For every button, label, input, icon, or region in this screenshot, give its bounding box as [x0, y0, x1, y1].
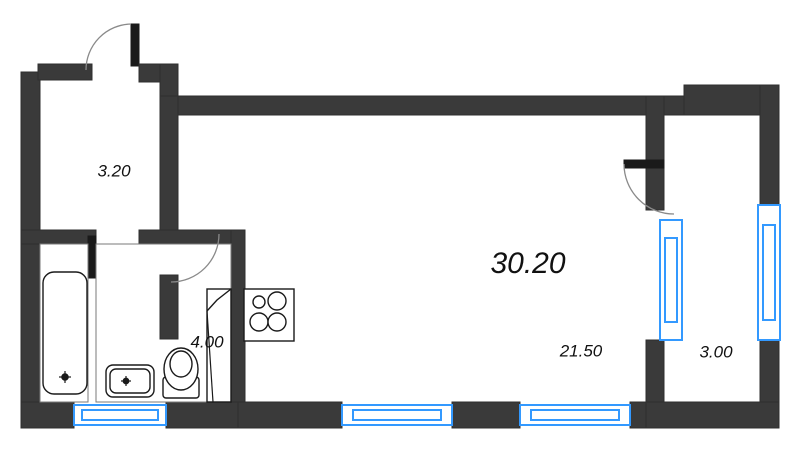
fixture-group [42, 271, 295, 403]
entry-door-arc [85, 23, 132, 71]
wall-bottom-left-stub [20, 401, 75, 429]
area-label-group: 3.20 4.00 30.20 21.50 3.00 [97, 161, 733, 361]
wall-top-step-vertical [159, 63, 179, 97]
window-living-right [519, 404, 631, 426]
balcony-door-arc [623, 163, 675, 215]
cooktop-burner-large-br [267, 312, 287, 332]
wall-bathblock-right [230, 229, 246, 411]
bathtub [42, 271, 88, 395]
wall-hall-door-sill [159, 274, 179, 340]
door-arc-group [85, 23, 675, 283]
bathtub-drain-icon [59, 371, 71, 383]
shower-cabin [206, 288, 232, 403]
window-balcony-right [757, 204, 781, 341]
area-label-balcony: 3.00 [699, 342, 733, 361]
cooktop-burner-small [252, 295, 266, 309]
shower-cabin-edge [206, 310, 214, 403]
wall-hall-living-partition [159, 95, 179, 238]
wall-bathblock-top-right [138, 229, 246, 245]
window-living-left [341, 404, 453, 426]
window-balcony-left [659, 219, 683, 341]
wall-top-left-of-entry [37, 63, 93, 81]
wall-left-exterior [20, 71, 41, 420]
washbasin-drain-icon [121, 376, 131, 386]
shower-cabin-door-line [206, 288, 232, 312]
bathroom-interior-outline [39, 243, 89, 403]
area-label-total: 30.20 [490, 247, 565, 280]
window-group [73, 204, 781, 426]
wall-balcony-bottom [645, 401, 780, 429]
wall-bottom-mid-stub [165, 401, 239, 429]
area-label-living-room: 21.50 [559, 341, 603, 360]
wall-top-exterior-living [159, 95, 685, 116]
wall-bottom-living-a [237, 401, 343, 429]
window-bathroom [73, 404, 167, 426]
wall-bottom-living-b [451, 401, 521, 429]
wall-right-exterior-upper [759, 84, 780, 206]
area-label-hall: 3.20 [97, 161, 131, 180]
cooktop-burner-large-tr [267, 291, 287, 311]
wall-entry-door-jamb [130, 23, 140, 67]
wall-living-balcony-partition [645, 95, 665, 211]
wall-balcony-door-head [623, 159, 665, 169]
wall-bath-divider [87, 235, 97, 279]
area-label-bathroom-kitchen: 4.00 [190, 332, 224, 351]
toilet-seat-inner [169, 350, 193, 378]
hall-door-arc [170, 233, 220, 283]
cooktop-burner-large-bl [249, 312, 269, 332]
wall-bathroom-top [20, 229, 97, 245]
